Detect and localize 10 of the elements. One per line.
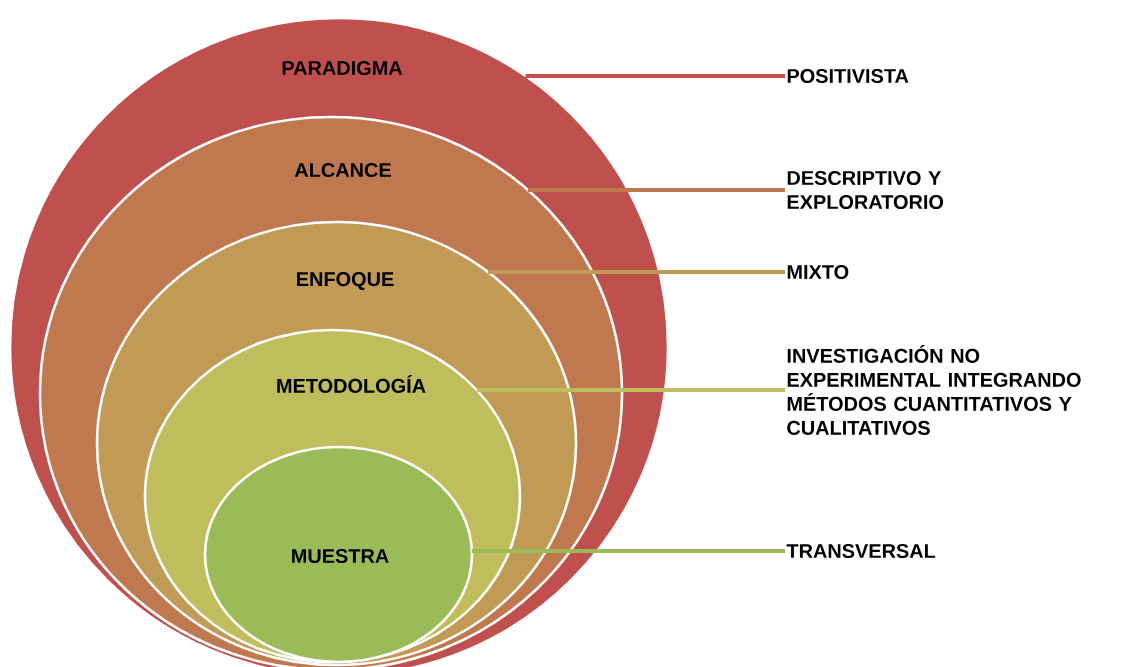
label-text: INVESTIGACIÓN NO EXPERIMENTAL INTEGRANDO MÉTODOS CUANTITATIVOS Y CUALITATIVOS <box>787 345 1081 435</box>
label-text: POSITIVISTA <box>787 68 909 84</box>
connector-line <box>525 73 785 79</box>
label-text: TRANSVERSAL <box>786 543 936 559</box>
connector-line <box>476 387 785 393</box>
connector-line <box>528 187 785 193</box>
connector-line <box>488 269 785 275</box>
label-text: DESCRIPTIVO Y EXPLORATORIO <box>787 170 944 210</box>
label-text: MIXTO <box>787 264 849 280</box>
connector-line <box>471 548 785 554</box>
